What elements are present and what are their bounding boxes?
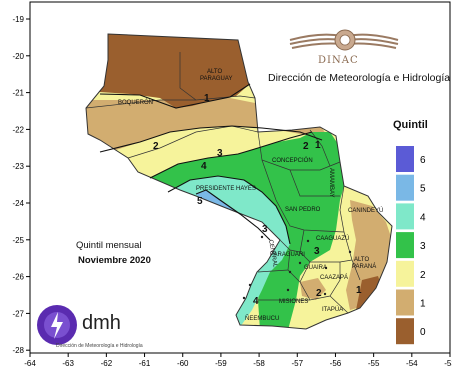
dmh-logo-icon [37,305,77,345]
dept-label: PARAGUARI [270,252,305,258]
quintile-0-region [86,34,252,108]
contour-label: 2 [316,288,322,299]
x-tick-label: -56 [330,359,342,368]
legend: 6 5 4 3 2 1 0 [396,146,426,345]
contour-label: 2 [303,141,309,152]
y-tick-label: -23 [12,162,24,171]
y-tick-label: -19 [12,15,24,24]
contour-label: 3 [217,148,223,159]
logo-subtitle: Dirección de Meteorología e Hidrología [56,343,143,349]
dept-label: ITAPÚA [322,306,343,313]
x-tick-label: -62 [101,359,113,368]
contour-label: 4 [201,161,207,172]
caption-line1: Quintil mensual [76,240,142,251]
y-tick-label: -28 [12,346,24,355]
dept-label: ALTO [354,257,369,263]
plot-frame [29,1,451,354]
dept-label: PRESIDENTE HAYES [196,186,256,192]
x-tick-label: -55 [368,359,380,368]
legend-label: 6 [420,155,426,166]
dept-label: ÑEEMBUCU [245,315,279,322]
dept-label: AMAMBAY [328,168,334,198]
dept-label: PARAGUAY [200,76,232,82]
legend-title: Quintil [393,119,428,131]
x-tick-label: -64 [24,359,36,368]
dept-label: ALTO [207,69,222,75]
quintile-4-region [168,176,290,329]
dinac-emblem-icon [289,29,399,51]
legend-label: 0 [420,327,426,338]
contour-label: 5 [197,196,203,207]
place-markers [242,235,352,300]
caption-line2: Noviembre 2020 [78,255,151,266]
dept-label: CAAZAPÁ [320,274,348,281]
contour-lines [99,83,323,245]
legend-swatch [396,146,414,172]
y-tick-label: -20 [12,52,24,61]
agency-name: DINAC [318,55,359,66]
dept-label: BOQUERÓN [118,99,153,106]
legend-label: 1 [420,299,426,310]
y-tick-label: -25 [12,236,24,245]
header-title: Dirección de Meteorología e Hidrología [268,72,451,84]
logo-text: dmh [82,312,121,334]
y-tick-label: -27 [12,309,24,318]
legend-swatch [396,174,414,201]
legend-swatch [396,232,414,259]
y-tick-label: -21 [12,89,24,98]
quintile-1-south-region [300,278,326,300]
contour-value-labels: 1 2 3 4 5 1 2 3 4 1 2 3 [153,93,362,307]
x-axis: -64 -63 -62 -61 -60 -59 -58 -57 -56 -55 -54 -53 [24,353,452,368]
dept-label: MISIONES [279,299,308,305]
contour-label: 4 [253,296,259,307]
contour-label: 3 [314,246,320,257]
contour-label: 1 [204,93,210,104]
contour-label: 1 [315,140,321,151]
dept-label: PARANÁ [352,263,376,270]
dept-label: CANINDEYÚ [348,207,383,214]
legend-swatch [396,318,414,345]
x-tick-label: -61 [139,359,151,368]
x-tick-label: -53 [444,359,452,368]
x-tick-label: -60 [177,359,189,368]
dept-label: CAAGUAZÚ [316,235,349,242]
department-boundaries [85,33,393,330]
dept-label: CENTRAL [267,239,278,268]
y-tick-label: -26 [12,273,24,282]
legend-swatch [396,203,414,230]
department-labels: ALTO PARAGUAY BOQUERÓN CONCEPCIÓN PRESID… [118,69,383,322]
legend-label: 5 [420,184,426,195]
dept-label: CONCEPCIÓN [272,157,313,164]
legend-swatch [396,289,414,316]
contour-label: 1 [356,285,362,296]
legend-label: 4 [420,212,426,223]
legend-label: 3 [420,241,426,252]
legend-swatch [396,260,414,287]
x-tick-label: -54 [406,359,418,368]
y-tick-label: -22 [12,125,24,134]
x-tick-label: -58 [253,359,265,368]
legend-label: 2 [420,270,426,281]
dept-label: SAN PEDRO [285,207,321,213]
y-axis: -19 -20 -21 -22 -23 -24 -25 -26 -27 -28 [12,15,30,355]
y-tick-label: -24 [12,199,24,208]
contour-label: 3 [262,224,268,235]
x-tick-label: -57 [291,359,303,368]
dept-label: GUAIRA [304,265,327,271]
contour-label: 2 [153,141,159,152]
quintile-0-east-region [356,276,382,310]
x-tick-label: -63 [62,359,74,368]
x-tick-label: -59 [215,359,227,368]
